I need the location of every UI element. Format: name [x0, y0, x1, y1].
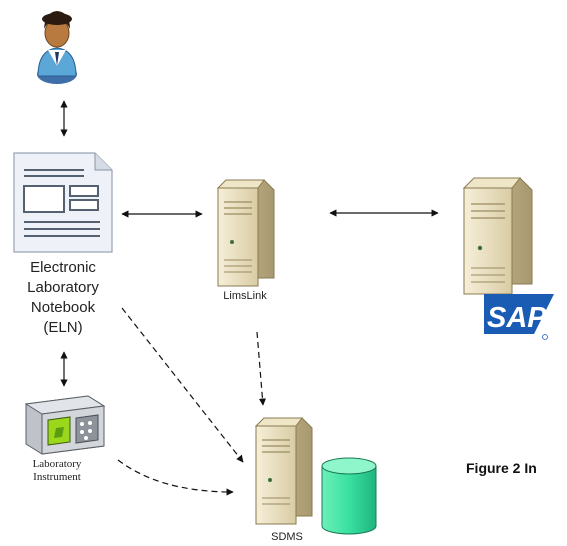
server-icon — [216, 179, 275, 287]
dashed-arrow-instrument-sdms — [117, 459, 234, 496]
server-icon — [254, 417, 313, 525]
database-icon — [321, 457, 377, 535]
laboratory-instrument-icon — [24, 395, 106, 455]
server-icon — [462, 177, 533, 295]
eln-label-line-3: Notebook — [30, 299, 96, 316]
eln-label-line-2: Laboratory — [27, 279, 99, 296]
sdms-label: SDMS — [271, 531, 303, 543]
dashed-arrow-eln-sdms — [121, 307, 244, 463]
instrument-label-line-1: Laboratory — [32, 458, 82, 470]
eln-label-line-4: (ELN) — [43, 319, 83, 336]
figure-caption: Figure 2 In — [466, 460, 537, 476]
svg-text:SAP: SAP — [487, 302, 547, 334]
instrument-label: Laboratory Instrument — [12, 458, 102, 484]
instrument-label-line-2: Instrument — [33, 471, 81, 483]
sap-logo: SAP — [484, 294, 554, 340]
document-icon — [13, 152, 113, 253]
eln-label: Electronic Laboratory Notebook (ELN) — [8, 258, 118, 338]
limslink-label: LimsLink — [223, 290, 267, 302]
user-icon — [37, 11, 77, 84]
eln-label-line-1: Electronic — [30, 259, 96, 276]
dashed-arrow-limslink-sdms — [256, 331, 267, 406]
